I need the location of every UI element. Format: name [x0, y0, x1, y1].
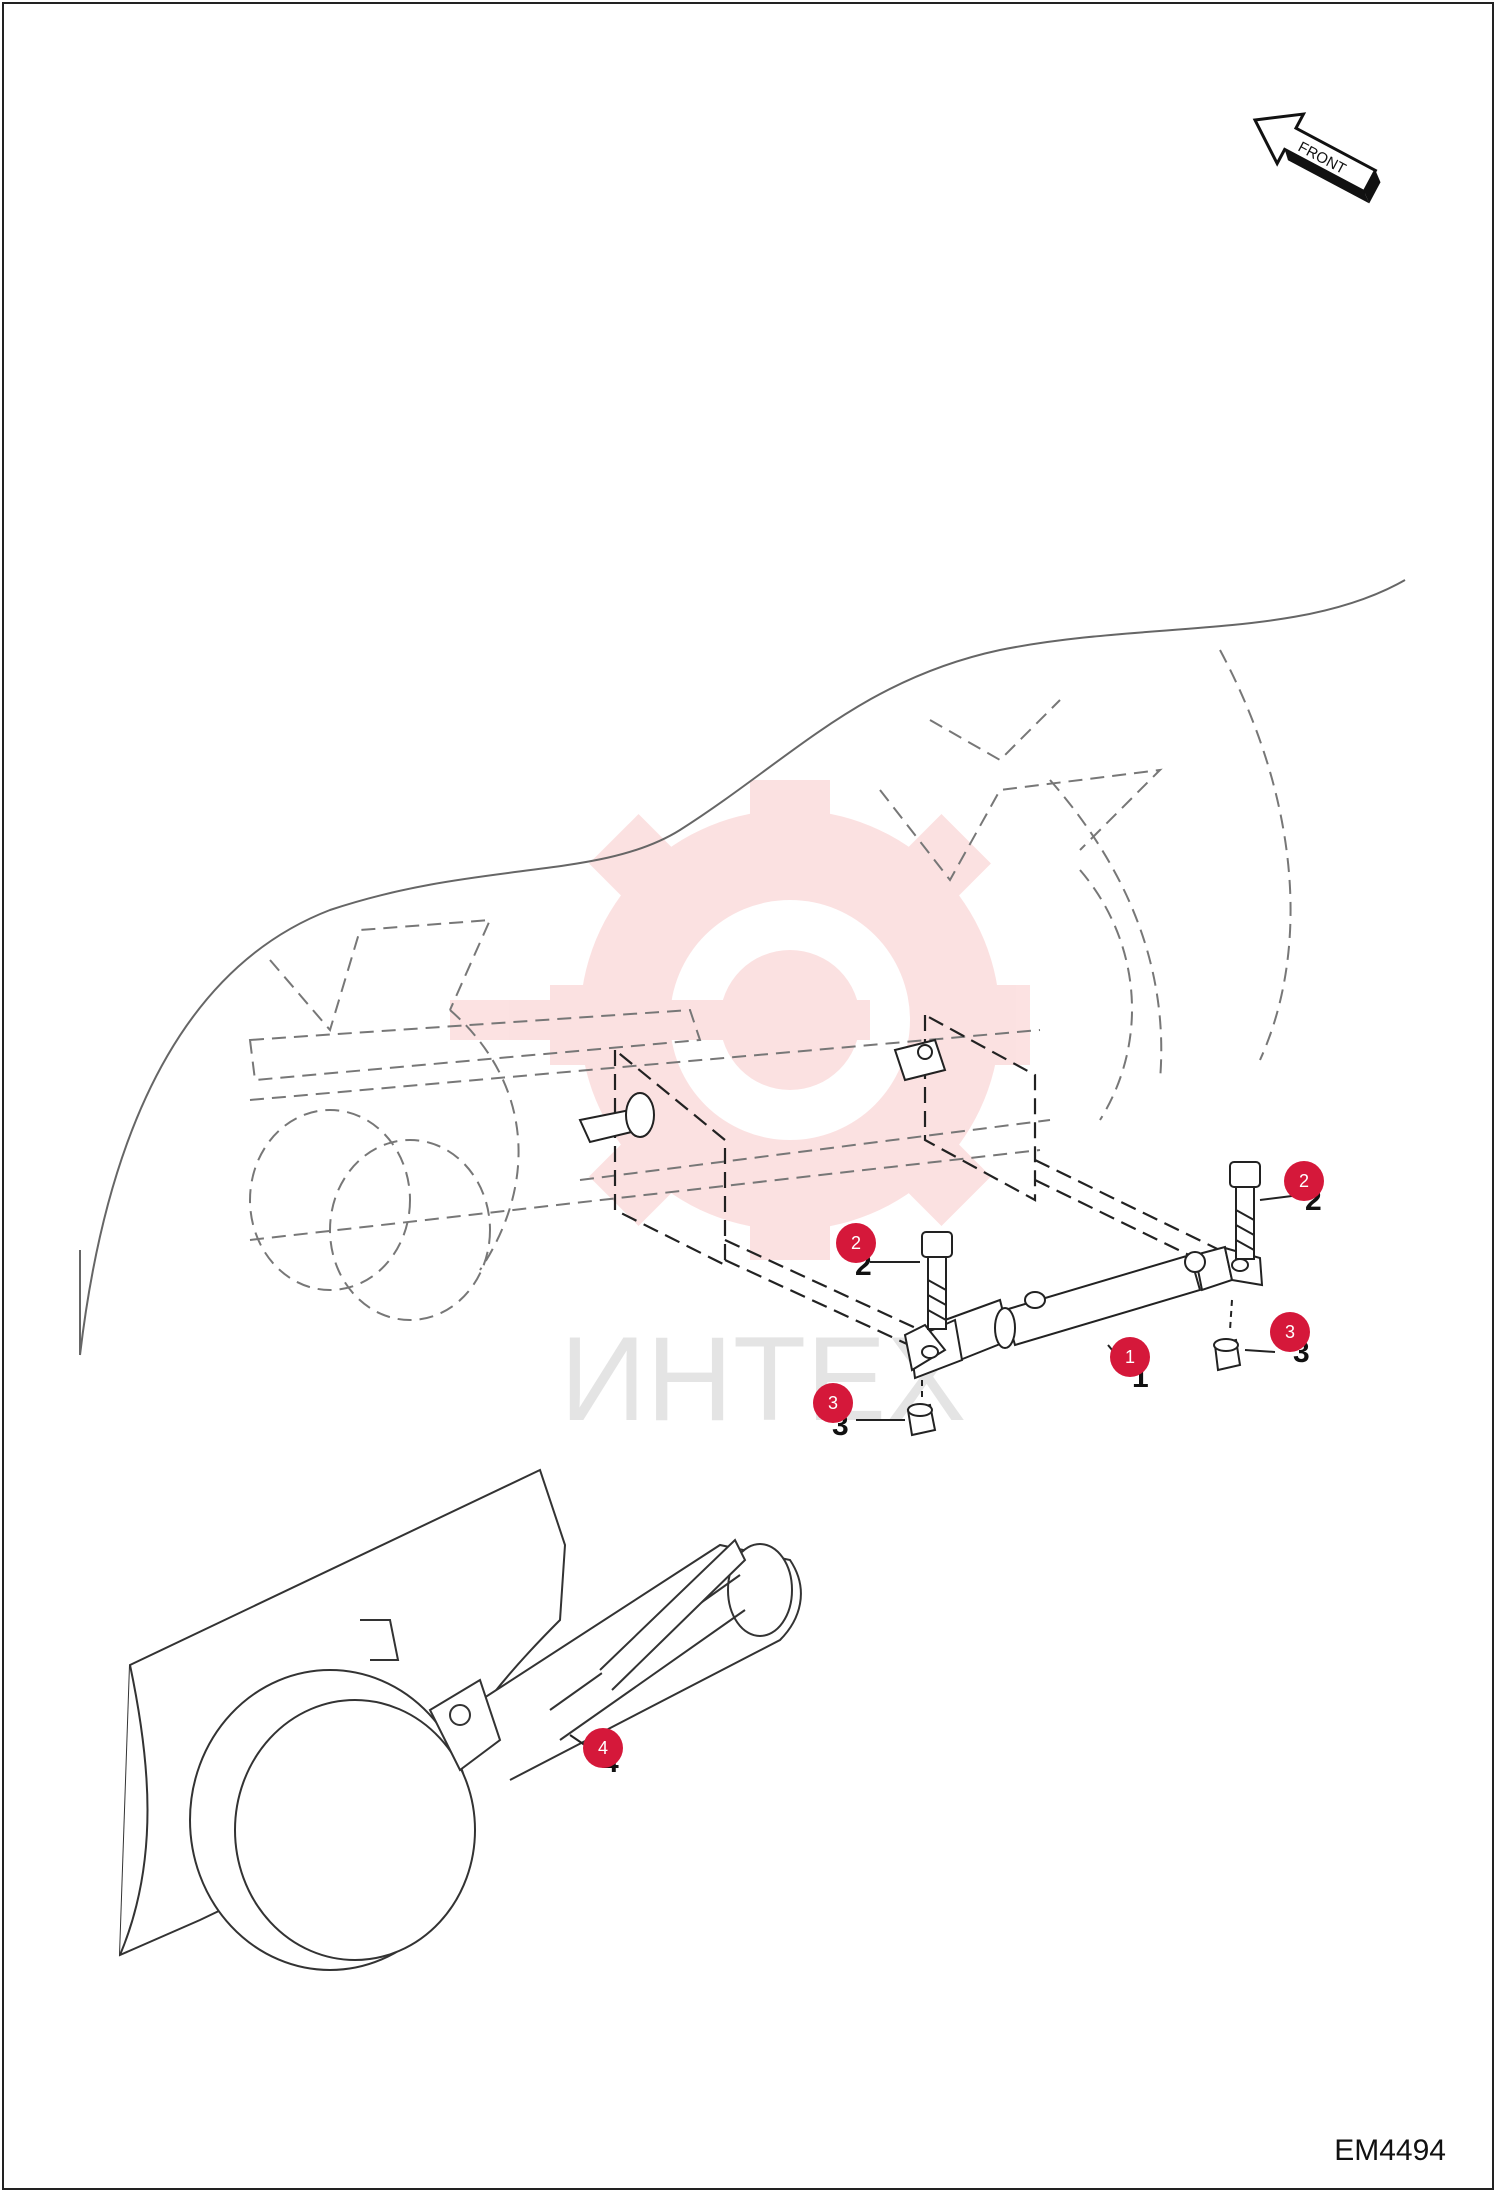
callout-3-left: 3	[813, 1383, 853, 1423]
nut-left	[906, 1380, 937, 1437]
bracket-alignment-lines	[613, 1013, 1241, 1351]
hydraulic-cylinder	[903, 1245, 1264, 1380]
machine-frame-outline	[79, 579, 1406, 1356]
callout-4: 4	[583, 1728, 623, 1768]
frame-mount-lug-right	[893, 1038, 947, 1082]
bolt-right	[1229, 1161, 1261, 1260]
watermark-text: ИНТЕХ	[560, 1312, 966, 1446]
svg-text:3: 3	[828, 1393, 838, 1413]
svg-text:1: 1	[1125, 1347, 1135, 1367]
bolt-left	[921, 1231, 953, 1330]
svg-text:2: 2	[851, 1233, 861, 1253]
svg-text:4: 4	[598, 1738, 608, 1758]
svg-text:3: 3	[1285, 1322, 1295, 1342]
machine-frame-hidden-lines	[248, 649, 1292, 1321]
svg-text:2: 2	[1299, 1171, 1309, 1191]
callout-1: 1	[1110, 1337, 1150, 1377]
frame-mount-lug-left	[578, 1092, 655, 1144]
dozer-blade-assembly	[118, 1468, 802, 1971]
callout-2-right: 2	[1284, 1161, 1324, 1201]
drawing-code: EM4494	[1334, 2134, 1446, 2167]
callout-3-right: 3	[1270, 1312, 1310, 1352]
callout-2-left: 2	[836, 1223, 876, 1263]
front-arrow-icon	[1252, 112, 1381, 204]
nut-right	[1213, 1299, 1242, 1372]
